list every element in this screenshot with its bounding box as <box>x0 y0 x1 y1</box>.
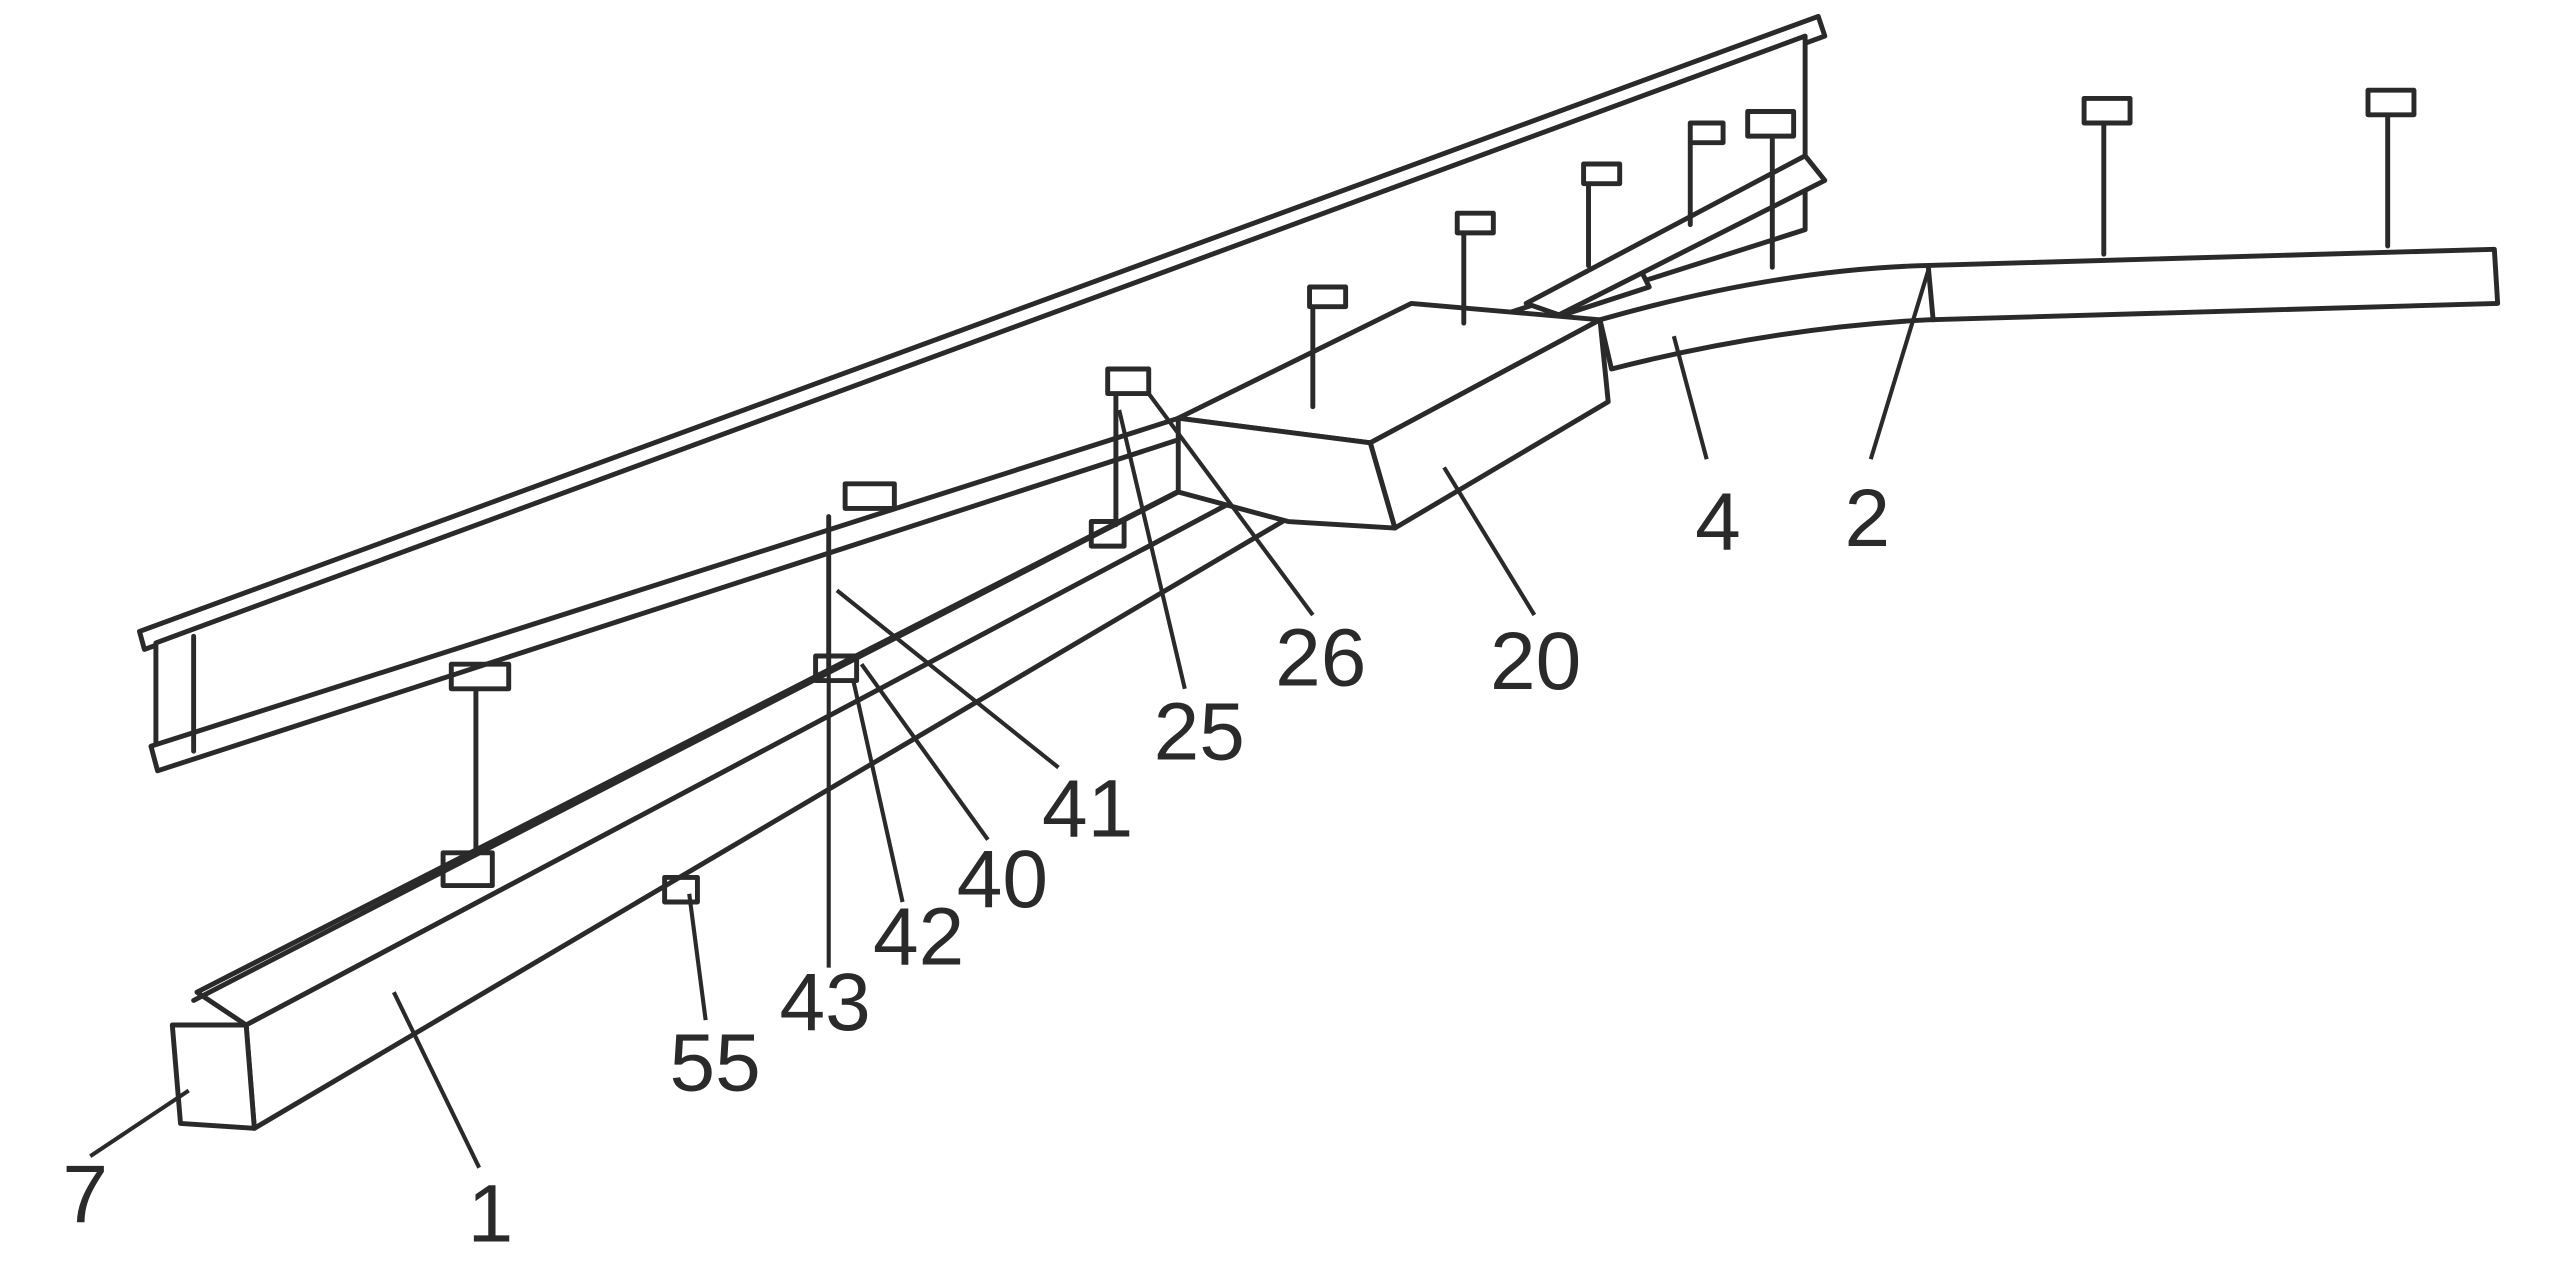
leader-lines <box>89 270 1931 1169</box>
label-42: 42 <box>873 891 964 982</box>
label-26: 26 <box>1275 613 1366 704</box>
end-cap <box>169 1022 257 1131</box>
label-1: 1 <box>468 1169 514 1260</box>
junction-box <box>1175 300 1611 531</box>
label-43: 43 <box>779 957 870 1048</box>
label-40: 40 <box>957 834 1048 925</box>
label-25: 25 <box>1154 686 1245 777</box>
label-41: 41 <box>1042 763 1133 854</box>
label-55: 55 <box>670 1018 761 1109</box>
main-rail <box>169 437 1316 1131</box>
label-20: 20 <box>1490 616 1581 707</box>
branch-rails <box>1523 153 2501 372</box>
label-7: 7 <box>62 1149 108 1240</box>
hangers <box>440 87 2417 905</box>
label-2: 2 <box>1845 473 1891 564</box>
label-4: 4 <box>1695 476 1741 567</box>
